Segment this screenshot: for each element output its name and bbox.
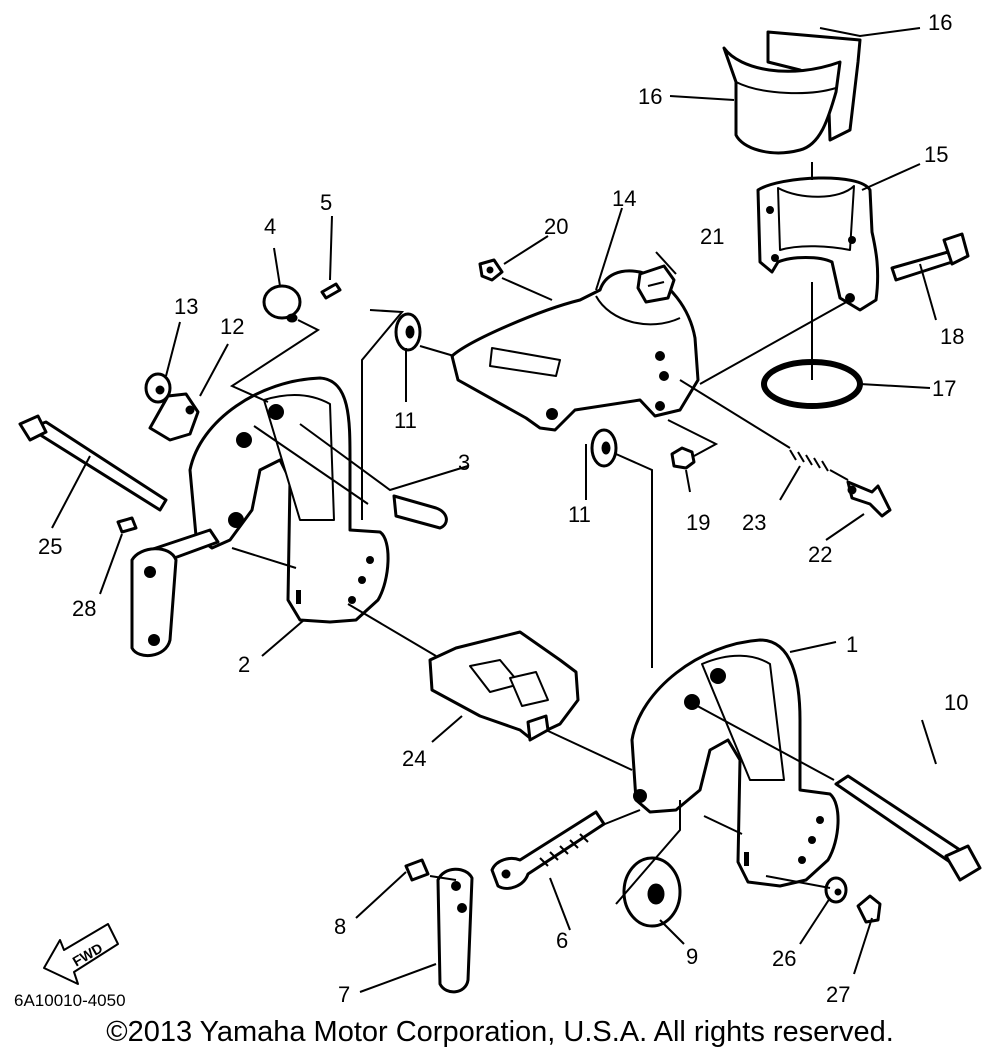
part-28-pin [116, 516, 138, 534]
drawing-code: 6A10010-4050 [14, 991, 126, 1010]
callout-7: 7 [338, 982, 350, 1007]
part-24-stopper [428, 630, 580, 742]
part-18-bolt [890, 232, 970, 282]
callout-12: 12 [220, 314, 244, 339]
callout-8: 8 [334, 914, 346, 939]
part-22-wing-bolt [846, 480, 892, 518]
callout-1: 1 [846, 632, 858, 657]
callout-19: 19 [686, 510, 710, 535]
part-3-pin [392, 494, 448, 530]
part-4-bushing [262, 284, 302, 323]
callout-20: 20 [544, 214, 568, 239]
part-10-bolt [834, 774, 982, 882]
part-11-washer-lower [590, 428, 618, 468]
part-thrust-rod-left [130, 528, 220, 657]
callout-15: 15 [924, 142, 948, 167]
callout-22: 22 [808, 542, 832, 567]
part-9-knob [622, 856, 682, 928]
leader-lines [51, 27, 937, 993]
part-14-swivel-bracket [450, 269, 700, 432]
callout-2: 2 [238, 652, 250, 677]
part-26-nut [824, 876, 848, 904]
callout-24: 24 [402, 746, 426, 771]
part-8-pin [404, 858, 430, 882]
callout-9: 9 [686, 944, 698, 969]
part-5-pin [320, 282, 342, 300]
callout-23: 23 [742, 510, 766, 535]
callout-5: 5 [320, 190, 332, 215]
callout-11-lower: 11 [568, 502, 591, 527]
callout-10: 10 [944, 690, 968, 715]
part-1-clamp-bracket [630, 638, 840, 888]
part-12-plate [148, 392, 200, 442]
part-6-thrust-rod [490, 810, 606, 890]
part-11-washer-upper [394, 312, 422, 352]
callout-28: 28 [72, 596, 96, 621]
callout-18: 18 [940, 324, 964, 349]
callout-21: 21 [700, 224, 724, 249]
part-23-spring [789, 449, 829, 472]
callout-13: 13 [174, 294, 198, 319]
part-21-cap [636, 264, 676, 304]
part-7-lever [436, 867, 474, 994]
part-2-clamp-bracket [188, 376, 390, 624]
part-13-nut [144, 372, 172, 404]
part-19-nut [670, 446, 696, 470]
copyright-notice: ©2013 Yamaha Motor Corporation, U.S.A. A… [106, 1016, 894, 1048]
callout-14: 14 [612, 186, 636, 211]
callout-25: 25 [38, 534, 62, 559]
callout-4: 4 [264, 214, 276, 239]
callout-3: 3 [458, 450, 470, 475]
callout-16-top: 16 [928, 10, 952, 35]
part-25-bolt [18, 414, 168, 512]
callout-17: 17 [932, 376, 956, 401]
part-15-clamp [756, 176, 880, 312]
part-27-wing-nut [856, 894, 882, 924]
part-16-sleeve [722, 30, 862, 155]
callout-16: 16 [638, 84, 662, 109]
callout-11-upper: 11 [394, 408, 417, 433]
callout-6: 6 [556, 928, 568, 953]
callout-26: 26 [772, 946, 796, 971]
callout-27: 27 [826, 982, 850, 1007]
part-20-grease-nipple [478, 258, 504, 282]
fwd-arrow-icon: FWD [43, 923, 119, 985]
part-callouts: 16 16 15 14 20 21 5 4 13 12 18 17 11 3 1… [38, 10, 968, 1007]
